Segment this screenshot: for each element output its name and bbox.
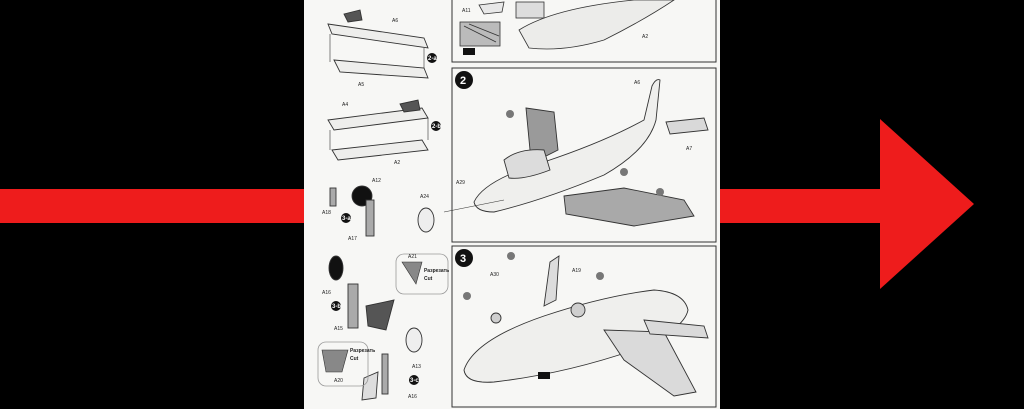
callout-3b-left [331, 301, 341, 311]
label-a20: A20 [334, 378, 343, 384]
label-a18: A18 [322, 210, 331, 216]
right-wing-bottom [327, 99, 429, 161]
callout-1 [620, 168, 628, 176]
callout-3a-left [341, 213, 351, 223]
substep-3a: 3-a [342, 216, 351, 222]
label-a19: A19 [572, 268, 581, 274]
callout-2b [656, 188, 664, 196]
label-a7: A7 [686, 146, 692, 152]
label-a12: A12 [372, 178, 381, 184]
label-a6: A6 [634, 80, 640, 86]
step-2-number: 2 [460, 75, 466, 87]
label-a15: A15 [334, 326, 343, 332]
substep-2a: 2-a [428, 56, 437, 62]
callout-3a [463, 292, 471, 300]
substep-3b: 3-b [332, 304, 341, 310]
label-a6-left: A6 [392, 18, 398, 24]
label-a21: A21 [408, 254, 417, 260]
callout-3c-left [409, 375, 419, 385]
substep-3c: 3-c [410, 378, 419, 384]
arrow-shaft-left [0, 189, 306, 223]
gear-3a [329, 185, 375, 237]
label-a24: A24 [420, 194, 429, 200]
badge-a15 [538, 372, 550, 379]
arrow-head [880, 119, 974, 289]
label-a5: A5 [358, 82, 364, 88]
callout-2a-left [427, 53, 437, 63]
label-a11: A11 [462, 8, 471, 14]
label-a29: A29 [456, 180, 465, 186]
panel-step2 [451, 67, 717, 243]
callout-3b [507, 252, 515, 260]
cut-label-en-2: Cut [350, 356, 359, 362]
badge-a1-top [463, 48, 475, 55]
panel-step3 [451, 245, 717, 408]
step-3-badge [455, 249, 473, 267]
label-a17: A17 [348, 236, 357, 242]
callout-2b-left [431, 121, 441, 131]
label-a13: A13 [412, 364, 421, 370]
gear-3b [328, 255, 395, 331]
left-wing-top [327, 9, 429, 79]
panel-step1-right [451, 0, 717, 63]
instruction-sheet: A11 A2 2 A6 A7 3 A30 A19 2-a A6 A5 [304, 0, 720, 409]
label-a16: A16 [322, 290, 331, 296]
callout-3c [596, 272, 604, 280]
cut-box-a21 [395, 253, 449, 295]
step-3-number: 3 [460, 253, 466, 265]
gear-3c [361, 327, 423, 401]
step3-fuselage [463, 255, 709, 397]
label-a4: A4 [342, 102, 348, 108]
label-a2-left: A2 [394, 160, 400, 166]
arrow-shaft-right [718, 189, 882, 223]
label-a2-top: A2 [642, 34, 648, 40]
cut-label-ru-2: Разрезать [350, 348, 375, 354]
substep-2b: 2-b [432, 124, 441, 130]
callout-2a [506, 110, 514, 118]
label-a30: A30 [490, 272, 499, 278]
step1-fuselage-partial [459, 0, 675, 50]
cut-label-ru: Разрезать [424, 268, 449, 274]
label-a16-b: A16 [408, 394, 417, 400]
step2-fuselage [473, 79, 709, 227]
cut-label-en: Cut [424, 276, 433, 282]
step-2-badge [455, 71, 473, 89]
assembly-lines [329, 34, 505, 213]
cut-box-a20 [317, 341, 369, 387]
nose-intake-ring [417, 207, 435, 233]
